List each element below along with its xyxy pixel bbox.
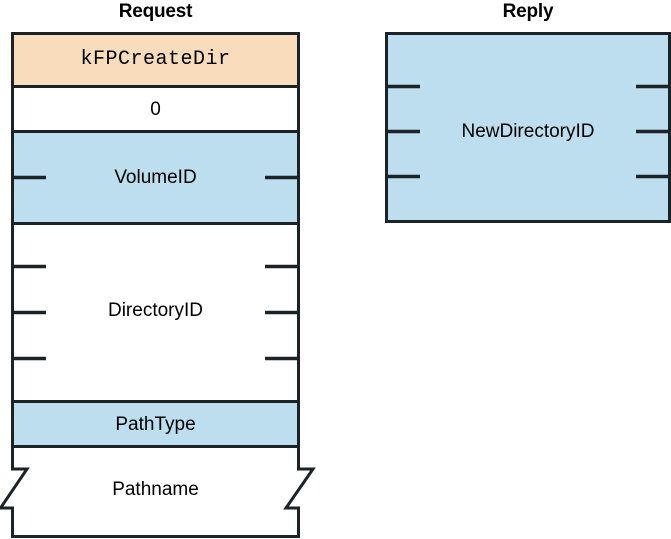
reply-packet-stack	[385, 32, 671, 223]
request-column-title: Request	[118, 1, 193, 22]
reply-column-title: Reply	[502, 1, 554, 22]
reply-field-newdirectoryid-box	[385, 32, 671, 223]
request-field-volumeid-box	[11, 130, 300, 225]
request-field-pathname-box	[0, 445, 316, 538]
request-field-kfpcreatedir-box	[11, 32, 300, 88]
request-field-zero-box	[11, 85, 300, 133]
request-packet-stack	[0, 32, 316, 538]
request-field-directoryid-box	[11, 222, 300, 403]
request-field-pathtype-box	[11, 400, 300, 448]
